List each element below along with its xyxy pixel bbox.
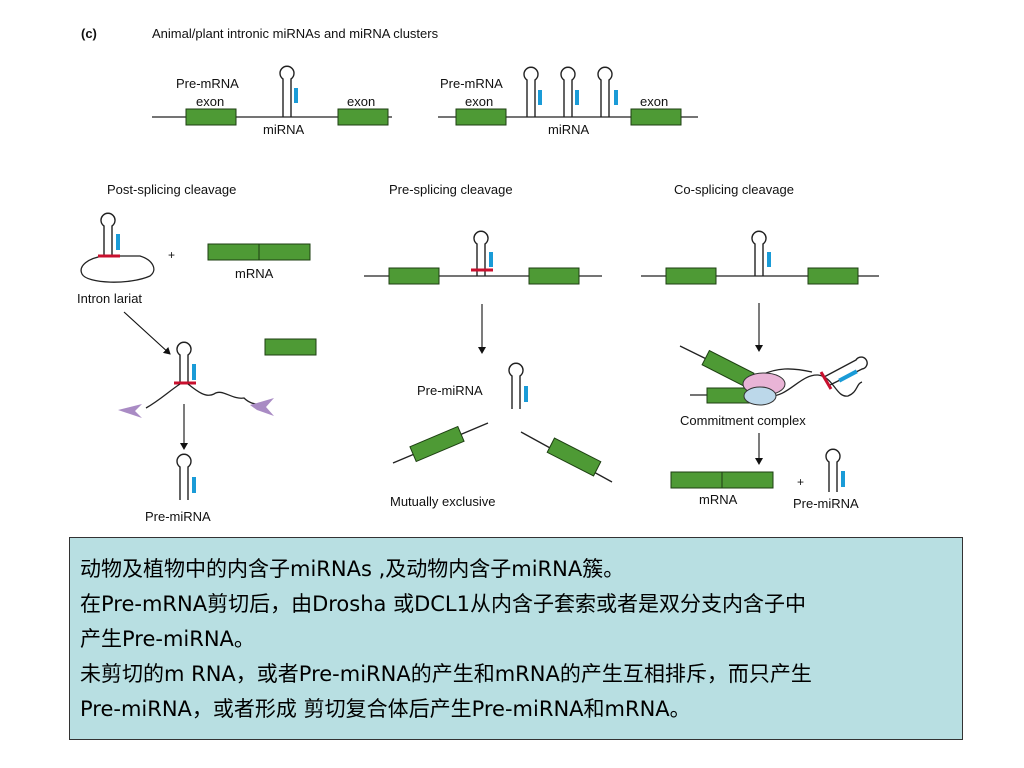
commitment-complex-label: Commitment complex [680, 413, 806, 428]
unspliced-exon-left [392, 422, 489, 464]
panel-letter: (c) [81, 26, 97, 41]
arrow [123, 311, 171, 355]
pre-mirna-hairpin [825, 448, 845, 492]
exon-left [388, 267, 440, 285]
exon-block [264, 338, 317, 356]
mirna-hairpin [471, 230, 493, 276]
pre-mirna-hairpin [176, 453, 196, 500]
exon-right [807, 267, 859, 285]
post-splicing-title: Post-splicing cleavage [107, 182, 236, 197]
mirna-hairpin [597, 66, 618, 117]
pre-mirna-label: Pre-miRNA [793, 496, 859, 511]
plus-sign: + [168, 248, 175, 262]
intronic-mirna-cluster-gene: Pre-mRNA exon exon miRNA [438, 66, 698, 137]
pre-mrna-label: Pre-mRNA [176, 76, 239, 91]
spliced-mrna [670, 471, 774, 489]
exon-left [185, 108, 237, 126]
pre-mrna-label: Pre-mRNA [440, 76, 503, 91]
enzyme-icon [250, 398, 274, 416]
caption-line: Pre-miRNA，或者形成 剪切复合体后产生Pre-miRNA和mRNA。 [80, 697, 691, 721]
mirna-biogenesis-diagram: (c) Animal/plant intronic miRNAs and miR… [77, 26, 879, 524]
intron-lariat-label: Intron lariat [77, 291, 142, 306]
mirna-hairpin [560, 66, 579, 117]
spliced-mrna [207, 243, 311, 261]
pre-mirna-hairpin [508, 362, 528, 409]
caption-line: 动物及植物中的内含子miRNAs ,及动物内含子miRNA簇。 [80, 557, 625, 581]
plus-sign: + [797, 475, 804, 489]
enzyme-icon [118, 404, 142, 418]
mirna-hairpin [279, 65, 298, 117]
caption-line: 产生Pre-miRNA。 [80, 627, 255, 651]
pre-mirna-label: Pre-miRNA [417, 383, 483, 398]
spliceosome-protein [743, 386, 777, 406]
post-splicing-cleavage-panel: Post-splicing cleavage + mRNA Intron lar… [77, 182, 317, 524]
pre-splicing-title: Pre-splicing cleavage [389, 182, 513, 197]
caption-line: 未剪切的m RNA，或者Pre-miRNA的产生和mRNA的产生互相排斥，而只产… [80, 662, 812, 686]
mutually-exclusive-label: Mutually exclusive [390, 494, 496, 509]
exon-right [630, 108, 682, 126]
pre-splicing-cleavage-panel: Pre-splicing cleavage Pre-miRNA Mutually… [364, 182, 613, 509]
exon-left [455, 108, 507, 126]
cleavage-mark [819, 371, 833, 390]
mirna-label: miRNA [548, 122, 589, 137]
exon-label-right: exon [347, 94, 375, 109]
panel-title: Animal/plant intronic miRNAs and miRNA c… [152, 26, 439, 41]
exon-right [337, 108, 389, 126]
mrna-label: mRNA [235, 266, 274, 281]
exon-label-left: exon [196, 94, 224, 109]
exon-left [665, 267, 717, 285]
co-splicing-cleavage-panel: Co-splicing cleavage Commitment complex [641, 182, 879, 511]
caption-box: 动物及植物中的内含子miRNAs ,及动物内含子miRNA簇。 在Pre-mRN… [69, 537, 963, 740]
intronic-mirna-gene: Pre-mRNA exon exon miRNA [152, 65, 392, 137]
debranched-intron [145, 341, 263, 409]
commitment-complex [679, 345, 868, 406]
mirna-hairpin [751, 230, 771, 276]
pre-mirna-label: Pre-miRNA [145, 509, 211, 524]
exon-label-left: exon [465, 94, 493, 109]
caption-line: 在Pre-mRNA剪切后，由Drosha 或DCL1从内含子套索或者是双分支内含… [80, 592, 806, 616]
intron-lariat [80, 212, 155, 283]
exon-label-right: exon [640, 94, 668, 109]
mrna-label: mRNA [699, 492, 738, 507]
co-splicing-title: Co-splicing cleavage [674, 182, 794, 197]
mirna-label: miRNA [263, 122, 304, 137]
mirna-hairpin [523, 66, 542, 117]
unspliced-exon-right [520, 431, 613, 483]
exon-right [528, 267, 580, 285]
